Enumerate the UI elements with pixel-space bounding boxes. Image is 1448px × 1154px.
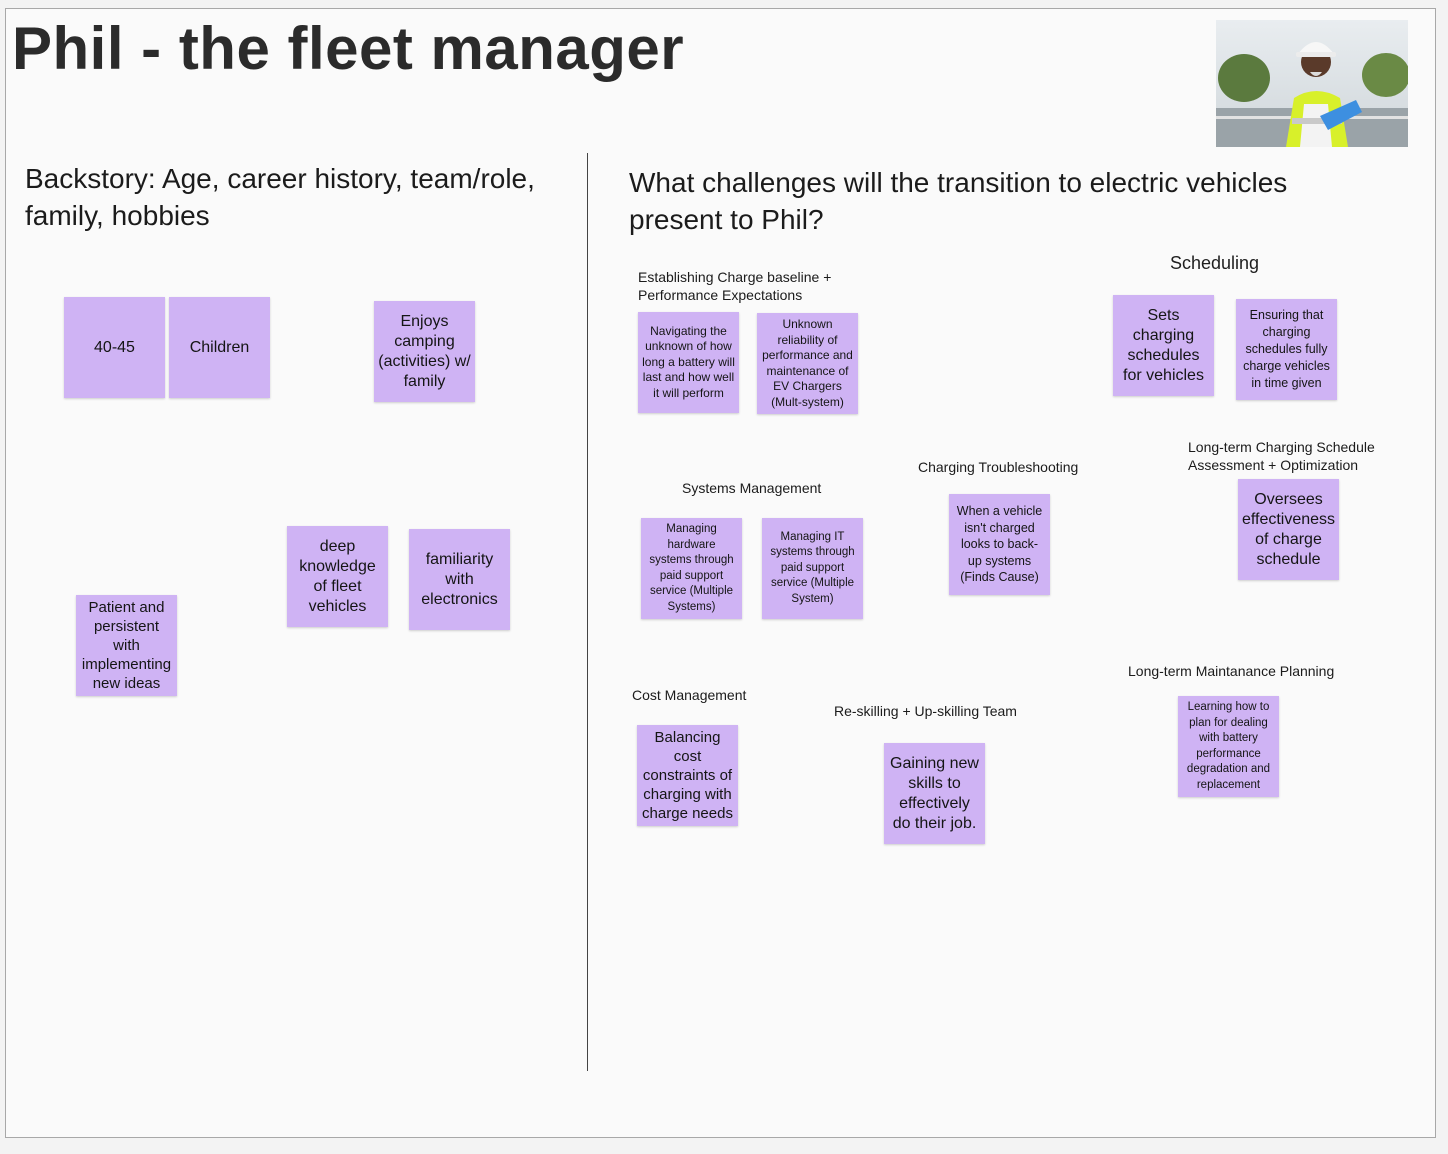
section-divider: [587, 153, 588, 1071]
sticky-note-it-systems[interactable]: Managing IT systems through paid support…: [762, 518, 863, 619]
group-label-cost-management: Cost Management: [632, 686, 746, 704]
sticky-note-text: Gaining new skills to effectively do the…: [890, 754, 979, 834]
sticky-note-text: Managing IT systems through paid support…: [770, 530, 854, 608]
sticky-note-vehicle-not-charged[interactable]: When a vehicle isn't charged looks to ba…: [949, 494, 1050, 595]
group-label-longterm-schedule: Long-term Charging Schedule Assessment +…: [1188, 438, 1375, 474]
sticky-note-text: 40-45: [94, 338, 135, 358]
sticky-note-children[interactable]: Children: [169, 297, 270, 398]
sticky-note-text: Sets charging schedules for vehicles: [1123, 306, 1204, 386]
sticky-note-camping[interactable]: Enjoys camping (activities) w/ family: [374, 301, 475, 402]
sticky-note-text: Balancing cost constraints of charging w…: [642, 728, 733, 823]
group-label-maintenance-planning: Long-term Maintanance Planning: [1128, 662, 1334, 680]
sticky-note-text: deep knowledge of fleet vehicles: [299, 537, 376, 617]
sticky-note-text: Managing hardware systems through paid s…: [649, 522, 733, 615]
sticky-note-battery-unknown[interactable]: Navigating the unknown of how long a bat…: [638, 312, 739, 413]
page-title: Phil - the fleet manager: [12, 14, 684, 83]
sticky-note-text: Unknown reliability of performance and m…: [762, 317, 853, 410]
group-label-systems-management: Systems Management: [682, 479, 821, 497]
fleet-manager-photo[interactable]: [1216, 20, 1408, 147]
sticky-note-electronics[interactable]: familiarity with electronics: [409, 529, 510, 630]
backstory-heading: Backstory: Age, career history, team/rol…: [25, 160, 585, 234]
sticky-note-text: Enjoys camping (activities) w/ family: [378, 312, 470, 392]
group-label-reskilling: Re-skilling + Up-skilling Team: [834, 702, 1017, 720]
sticky-note-balancing-cost[interactable]: Balancing cost constraints of charging w…: [637, 725, 738, 826]
fleet-manager-photo-icon: [1216, 20, 1408, 147]
sticky-note-charger-reliability[interactable]: Unknown reliability of performance and m…: [757, 313, 858, 414]
sticky-note-text: When a vehicle isn't charged looks to ba…: [957, 503, 1042, 586]
sticky-note-hardware-systems[interactable]: Managing hardware systems through paid s…: [641, 518, 742, 619]
challenges-heading: What challenges will the transition to e…: [629, 164, 1369, 238]
sticky-note-text: Children: [190, 338, 250, 358]
sticky-note-text: Navigating the unknown of how long a bat…: [642, 324, 735, 402]
sticky-note-sets-schedules[interactable]: Sets charging schedules for vehicles: [1113, 295, 1214, 396]
sticky-note-text: familiarity with electronics: [421, 550, 497, 610]
sticky-note-age[interactable]: 40-45: [64, 297, 165, 398]
sticky-note-text: Learning how to plan for dealing with ba…: [1187, 700, 1270, 793]
sticky-note-full-charge[interactable]: Ensuring that charging schedules fully c…: [1236, 299, 1337, 400]
sticky-note-oversees-effectiveness[interactable]: Oversees effectiveness of charge schedul…: [1238, 479, 1339, 580]
sticky-note-patient[interactable]: Patient and persistent with implementing…: [76, 595, 177, 696]
group-label-scheduling: Scheduling: [1170, 252, 1259, 274]
sticky-note-fleet-knowledge[interactable]: deep knowledge of fleet vehicles: [287, 526, 388, 627]
group-label-charge-baseline: Establishing Charge baseline + Performan…: [638, 268, 831, 304]
sticky-note-battery-degradation[interactable]: Learning how to plan for dealing with ba…: [1178, 696, 1279, 797]
sticky-note-text: Patient and persistent with implementing…: [82, 598, 171, 693]
sticky-note-text: Ensuring that charging schedules fully c…: [1243, 307, 1330, 392]
sticky-note-new-skills[interactable]: Gaining new skills to effectively do the…: [884, 743, 985, 844]
group-label-troubleshooting: Charging Troubleshooting: [918, 458, 1078, 476]
sticky-note-text: Oversees effectiveness of charge schedul…: [1242, 490, 1335, 570]
